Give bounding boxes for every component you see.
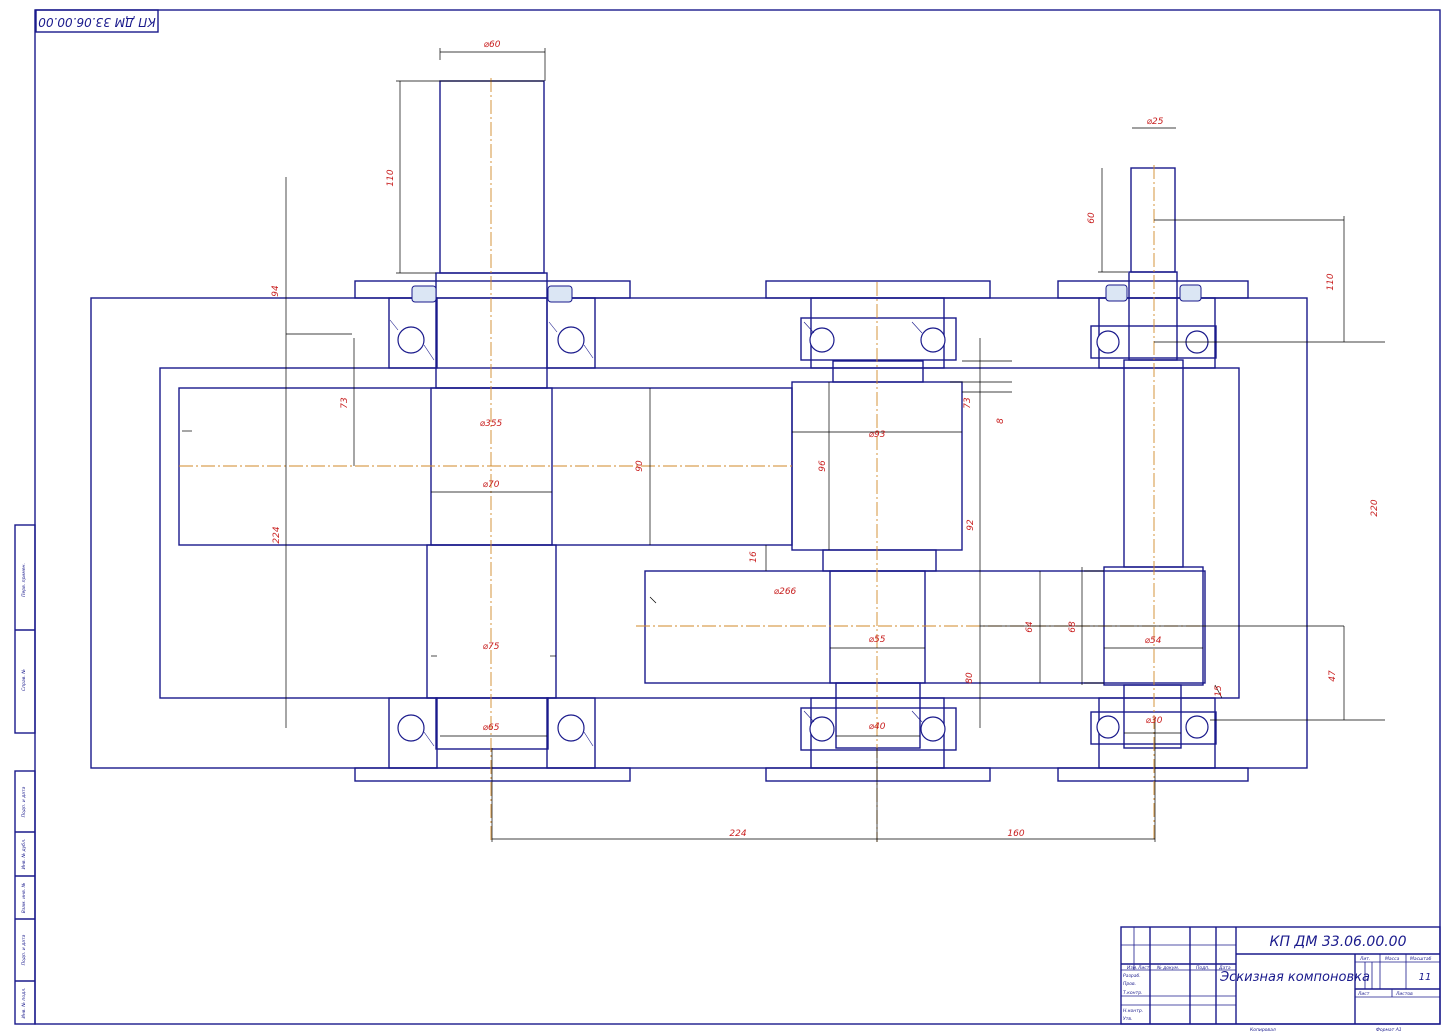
rotated-designation: КП ДМ 33.06.00.00 [38, 15, 156, 29]
dim-64: 64 [1025, 621, 1035, 633]
title-drawing-name: Эскизная компоновка [1219, 970, 1370, 985]
dim-input-shaft-length: 60 [1087, 212, 1097, 224]
dim-center-distance-224: 224 [729, 829, 746, 839]
stamp-sheets-label: Листов [1395, 991, 1413, 997]
left-margin-boxes: Перв. примен. Справ. № Подп. и дата Инв.… [14, 524, 36, 1025]
dim-73-left: 73 [340, 397, 350, 409]
stamp-role-4: Н.контр. [1123, 1008, 1143, 1014]
title-sheets-total: 11 [1419, 972, 1432, 983]
dim-center-distance-160: 160 [1007, 829, 1024, 839]
dim-shaft-diameter-75: ⌀75 [483, 642, 500, 652]
side-label-1: Перв. примен. [21, 563, 27, 597]
dim-shaft-diameter-54: ⌀54 [1145, 636, 1162, 646]
stamp-col-3: № докум. [1156, 965, 1179, 971]
dim-15: 15 [1214, 685, 1224, 697]
dim-224-vertical: 224 [272, 526, 282, 543]
title-designation: КП ДМ 33.06.00.00 [1270, 934, 1407, 950]
stamp-role-3: Т.контр. [1123, 990, 1143, 996]
dim-pinion-diameter-93: ⌀93 [869, 430, 886, 440]
bottom-label-format: Формат A1 [1376, 1027, 1402, 1033]
stamp-role-5: Утв. [1123, 1016, 1132, 1022]
output-gear-wheel [178, 387, 793, 546]
drawing-frame [34, 9, 1441, 1025]
dim-bearing-seat-30: ⌀30 [1146, 716, 1163, 726]
dim-96: 96 [818, 460, 828, 472]
stamp-head-1: Лит. [1359, 956, 1370, 962]
dim-80: 80 [965, 672, 975, 684]
dim-16: 16 [749, 551, 759, 563]
intermediate-shaft [765, 280, 991, 842]
dim-shaft-diameter-55: ⌀55 [869, 635, 886, 645]
bottom-label-copied: Копировал [1250, 1027, 1276, 1033]
title-block: КП ДМ 33.06.00.00 Эскизная компоновка 11… [1120, 926, 1441, 1025]
stamp-col-1: Изм. [1127, 965, 1138, 971]
dim-220: 220 [1370, 499, 1380, 516]
dim-bearing-seat-40: ⌀40 [869, 722, 886, 732]
input-shaft [1057, 165, 1249, 842]
stamp-role-1: Разраб. [1123, 973, 1141, 979]
stamp-col-5: Дата [1218, 965, 1231, 971]
dim-47: 47 [1328, 670, 1338, 682]
dim-input-shaft-diameter: ⌀25 [1147, 117, 1164, 127]
side-label-2: Справ. № [21, 669, 27, 691]
dim-92: 92 [966, 519, 976, 531]
side-label-6: Подп. и дата [21, 934, 27, 965]
dim-output-shaft-length: 110 [386, 169, 396, 186]
side-label-4: Инв. № дубл. [21, 839, 27, 870]
dim-73-right: 73 [963, 397, 973, 409]
dim-bearing-seat-65: ⌀65 [483, 723, 500, 733]
side-label-5: Взам. инв. № [21, 882, 27, 913]
side-label-7: Инв. № подл. [21, 987, 27, 1018]
dim-68: 68 [1068, 621, 1078, 633]
stamp-head-3: Масштаб [1410, 956, 1432, 962]
stamp-col-4: Подп. [1196, 965, 1210, 971]
dim-shaft-diameter-70: ⌀70 [483, 480, 500, 490]
stamp-col-2: Лист [1137, 965, 1150, 971]
dim-right-110: 110 [1326, 273, 1336, 290]
dim-gear-diameter-266: ⌀266 [774, 587, 797, 597]
stamp-role-2: Пров. [1123, 981, 1136, 987]
dim-gear-diameter-355: ⌀355 [480, 419, 503, 429]
rotated-designation-box [35, 9, 159, 33]
dim-8: 8 [996, 418, 1006, 424]
stamp-sheet-label: Лист [1357, 991, 1370, 997]
dim-90: 90 [635, 460, 645, 472]
dim-94: 94 [271, 285, 281, 297]
dim-output-shaft-diameter: ⌀60 [484, 40, 501, 50]
dimension-lines [182, 48, 1385, 842]
stamp-head-2: Масса [1385, 956, 1400, 962]
side-label-3: Подп. и дата [21, 786, 27, 817]
